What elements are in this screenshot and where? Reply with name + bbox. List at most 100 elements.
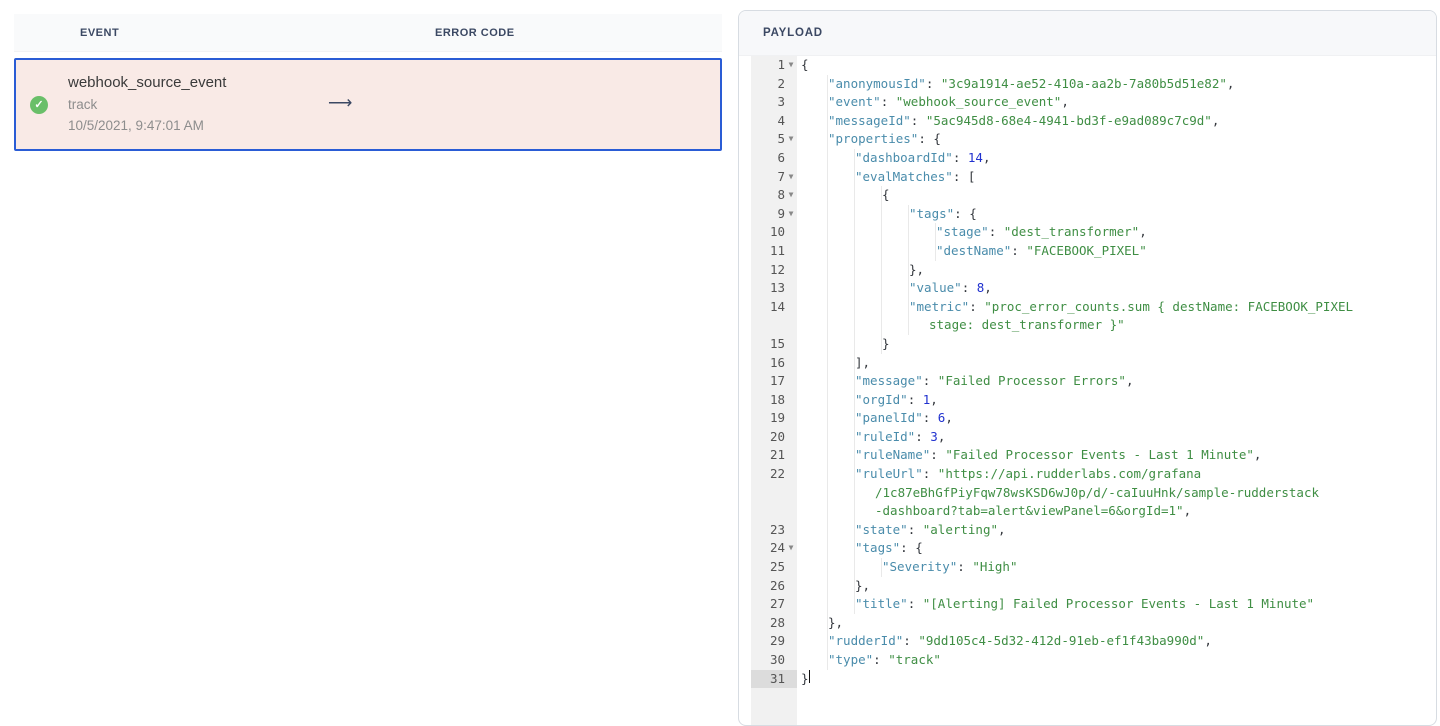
event-name: webhook_source_event	[68, 74, 227, 91]
code-line[interactable]: 27"title": "[Alerting] Failed Processor …	[739, 595, 1436, 614]
line-number-cell: 23	[751, 521, 797, 540]
code-text: }	[797, 334, 890, 354]
code-line[interactable]: 10"stage": "dest_transformer",	[739, 223, 1436, 242]
code-line[interactable]: 18"orgId": 1,	[739, 390, 1436, 410]
code-line[interactable]: 2"anonymousId": "3c9a1914-ae52-410a-aa2b…	[739, 74, 1436, 94]
fold-toggle-icon[interactable]: ▼	[788, 543, 794, 553]
code-line[interactable]: 21"ruleName": "Failed Processor Events -…	[739, 446, 1436, 466]
editor-gutter	[751, 56, 797, 725]
indent-guides	[801, 409, 855, 428]
json-punctuation: :	[910, 112, 926, 128]
code-line[interactable]: 8▼{	[739, 186, 1436, 205]
code-line[interactable]: 28},	[739, 613, 1436, 633]
line-number-cell: 19	[751, 409, 797, 428]
line-number-cell: 14	[751, 298, 797, 317]
json-key: "ruleId"	[855, 428, 916, 444]
indent-guides	[801, 241, 936, 261]
json-number: 1	[922, 391, 931, 407]
code-text: }	[797, 669, 811, 689]
wrap-indent	[855, 502, 875, 521]
line-number-cell: 3	[751, 93, 797, 112]
code-line[interactable]: 14"metric": "proc_error_counts.sum { des…	[739, 297, 1436, 317]
json-punctuation: ,	[984, 280, 992, 296]
code-line-wrap[interactable]: stage: dest_transformer }"	[739, 316, 1436, 335]
code-line[interactable]: 16],	[739, 353, 1436, 373]
code-line[interactable]: 5▼"properties": {	[739, 130, 1436, 149]
json-editor[interactable]: 1▼{2"anonymousId": "3c9a1914-ae52-410a-a…	[739, 56, 1436, 725]
line-number-cell: 16	[751, 354, 797, 373]
fold-toggle-icon[interactable]: ▼	[788, 190, 794, 200]
check-circle-icon: ✓	[30, 96, 48, 114]
json-punctuation: :	[961, 280, 977, 296]
code-line[interactable]: 31}	[739, 669, 1436, 689]
code-line[interactable]: 11"destName": "FACEBOOK_PIXEL"	[739, 241, 1436, 261]
json-string: "alerting"	[922, 521, 999, 537]
code-line[interactable]: 12},	[739, 260, 1436, 280]
indent-guides	[801, 353, 855, 373]
json-key: "panelId"	[855, 410, 923, 426]
code-line[interactable]: 13"value": 8,	[739, 279, 1436, 298]
code-line-wrap[interactable]: -dashboard?tab=alert&viewPanel=6&orgId=1…	[739, 502, 1436, 521]
code-line[interactable]: 17"message": "Failed Processor Errors",	[739, 372, 1436, 391]
indent-guides	[801, 130, 828, 149]
fold-toggle-icon[interactable]: ▼	[788, 60, 794, 69]
event-row-selected[interactable]: ✓ webhook_source_event track 10/5/2021, …	[14, 58, 722, 151]
code-text: "ruleName": "Failed Processor Events - L…	[797, 446, 1261, 466]
code-line[interactable]: 6"dashboardId": 14,	[739, 148, 1436, 168]
arrow-right-icon: ⟶	[328, 93, 353, 112]
json-punctuation: :	[1011, 242, 1027, 258]
code-line[interactable]: 1▼{	[739, 56, 1436, 75]
line-number-cell: 15	[751, 335, 797, 354]
code-line[interactable]: 19"panelId": 6,	[739, 409, 1436, 428]
indent-guides	[801, 632, 828, 651]
line-number-cell: 17	[751, 372, 797, 391]
json-punctuation: ,	[1211, 112, 1220, 128]
json-punctuation: :	[907, 521, 923, 537]
code-line[interactable]: 29"rudderId": "9dd105c4-5d32-412d-91eb-e…	[739, 632, 1436, 651]
json-string: /1c87eBhGfPiyFqw78wsKSD6wJ0p/d/-caIuuHnk…	[875, 484, 1320, 500]
code-text: {	[797, 56, 809, 75]
line-number-cell	[751, 484, 797, 503]
json-punctuation: :	[907, 391, 923, 407]
line-number: 29	[769, 633, 785, 649]
json-punctuation: :	[925, 75, 941, 91]
code-line[interactable]: 24▼"tags": {	[739, 539, 1436, 559]
json-punctuation: :	[988, 224, 1004, 240]
json-punctuation: ,	[930, 391, 938, 407]
code-line[interactable]: 3"event": "webhook_source_event",	[739, 93, 1436, 112]
code-text: },	[797, 613, 843, 633]
json-key: "event"	[828, 94, 881, 110]
code-line[interactable]: 30"type": "track"	[739, 651, 1436, 670]
indent-guides	[801, 595, 855, 614]
code-line[interactable]: 4"messageId": "5ac945d8-68e4-4941-bd3f-e…	[739, 111, 1436, 131]
indent-guides	[801, 148, 855, 168]
code-line[interactable]: 23"state": "alerting",	[739, 520, 1436, 540]
line-number-cell: 6	[751, 149, 797, 168]
json-punctuation: : {	[954, 205, 977, 221]
code-line-wrap[interactable]: /1c87eBhGfPiyFqw78wsKSD6wJ0p/d/-caIuuHnk…	[739, 483, 1436, 503]
code-line[interactable]: 20"ruleId": 3,	[739, 427, 1436, 447]
json-punctuation: :	[922, 410, 938, 426]
events-table-header: EVENT ERROR CODE	[14, 14, 722, 52]
indent-guides	[801, 465, 855, 484]
code-text: "panelId": 6,	[797, 409, 953, 428]
line-number-cell: 9▼	[751, 205, 797, 224]
code-text: stage: dest_transformer }"	[797, 316, 1125, 335]
code-line[interactable]: 22"ruleUrl": "https://api.rudderlabs.com…	[739, 465, 1436, 484]
code-line[interactable]: 26},	[739, 576, 1436, 596]
code-line[interactable]: 25"Severity": "High"	[739, 558, 1436, 577]
json-key: "message"	[855, 373, 923, 389]
fold-toggle-icon[interactable]: ▼	[788, 134, 794, 144]
code-line[interactable]: 7▼"evalMatches": [	[739, 167, 1436, 187]
fold-toggle-icon[interactable]: ▼	[788, 208, 794, 218]
line-number: 18	[769, 391, 785, 407]
code-text: -dashboard?tab=alert&viewPanel=6&orgId=1…	[797, 502, 1191, 521]
code-text: "destName": "FACEBOOK_PIXEL"	[797, 241, 1147, 261]
json-string: "dest_transformer"	[1003, 224, 1140, 240]
json-key: "properties"	[828, 131, 919, 147]
code-line[interactable]: 9▼"tags": {	[739, 204, 1436, 224]
code-line[interactable]: 15}	[739, 334, 1436, 354]
line-number: 14	[769, 298, 785, 314]
fold-toggle-icon[interactable]: ▼	[788, 171, 794, 181]
line-number-cell: 7▼	[751, 168, 797, 187]
